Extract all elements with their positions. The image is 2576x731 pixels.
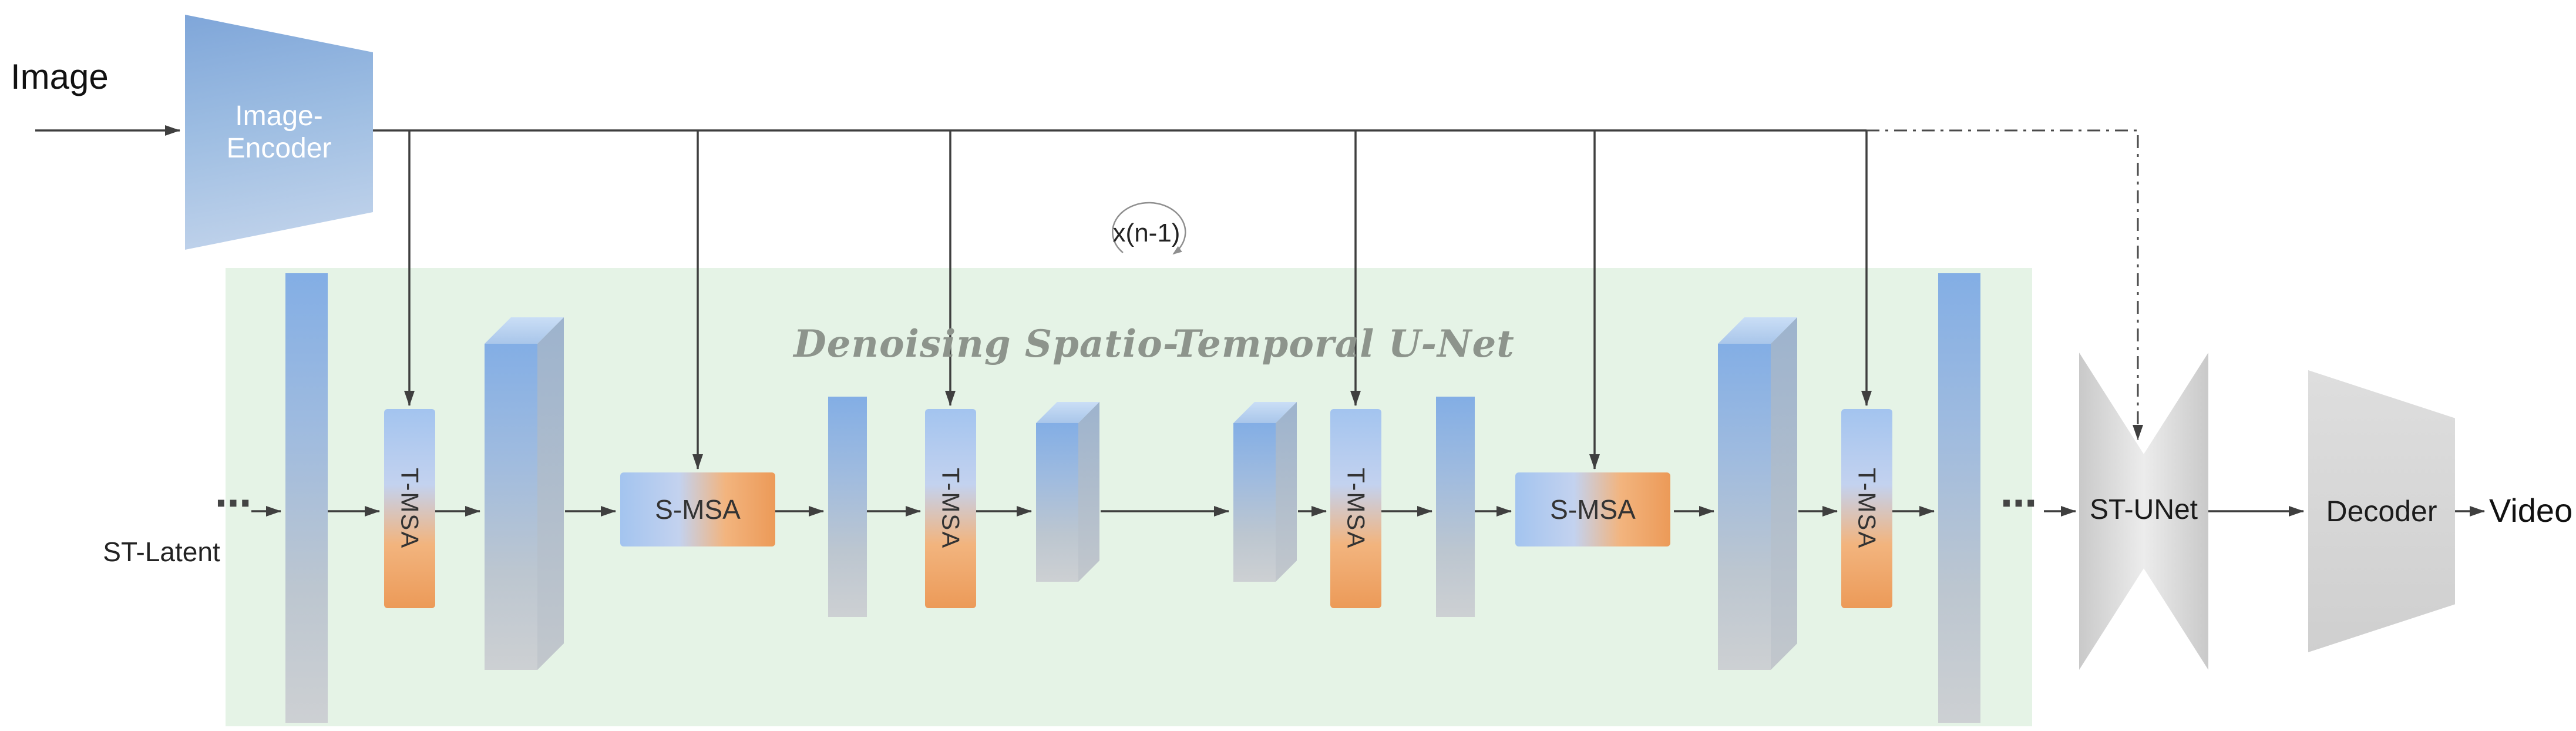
feature-cube-large-right — [1718, 317, 1797, 670]
loop-count-label: x(n-1) — [1112, 219, 1181, 247]
feature-bar-tall-left — [285, 273, 328, 723]
s-msa-block-1: S-MSA — [620, 472, 775, 546]
feature-cube-small-2 — [1233, 402, 1297, 582]
s-msa-block-2: S-MSA — [1515, 472, 1670, 546]
dashdot-arrow-stunet — [1867, 129, 2143, 440]
t-msa-block-3: T-MSA — [1330, 409, 1381, 608]
image-input-label: Image — [11, 57, 109, 96]
t-msa-label: T-MSA — [1342, 468, 1370, 549]
decoder-label: Decoder — [2326, 495, 2437, 528]
feature-bar-tall-right — [1938, 273, 1980, 723]
t-msa-block-4: T-MSA — [1841, 409, 1892, 608]
st-unet-label: ST-UNet — [2089, 494, 2198, 525]
unet-title: Denoising Spatio-Temporal U-Net — [793, 322, 1515, 366]
dots-left: ⋯ — [215, 482, 251, 525]
t-msa-label: T-MSA — [1853, 468, 1881, 549]
feature-bar-medium-right — [1436, 397, 1475, 617]
t-msa-block-1: T-MSA — [384, 409, 435, 608]
feature-bar-medium-left — [828, 397, 867, 617]
feature-cube-small-1 — [1036, 402, 1099, 582]
st-latent-label: ST-Latent — [103, 536, 220, 567]
image-encoder-block: Image- Encoder — [185, 15, 373, 250]
s-msa-label: S-MSA — [655, 494, 741, 525]
t-msa-label: T-MSA — [937, 468, 965, 549]
t-msa-label: T-MSA — [396, 468, 424, 549]
video-output-label: Video — [2489, 492, 2573, 529]
t-msa-block-2: T-MSA — [925, 409, 976, 608]
loop-arrow-icon — [1112, 202, 1186, 255]
decoder-block: Decoder — [2308, 370, 2455, 652]
image-encoder-label: Image- Encoder — [226, 100, 332, 164]
s-msa-label: S-MSA — [1550, 494, 1636, 525]
dots-right: ⋯ — [2000, 482, 2037, 525]
feature-cube-large-left — [485, 317, 564, 670]
